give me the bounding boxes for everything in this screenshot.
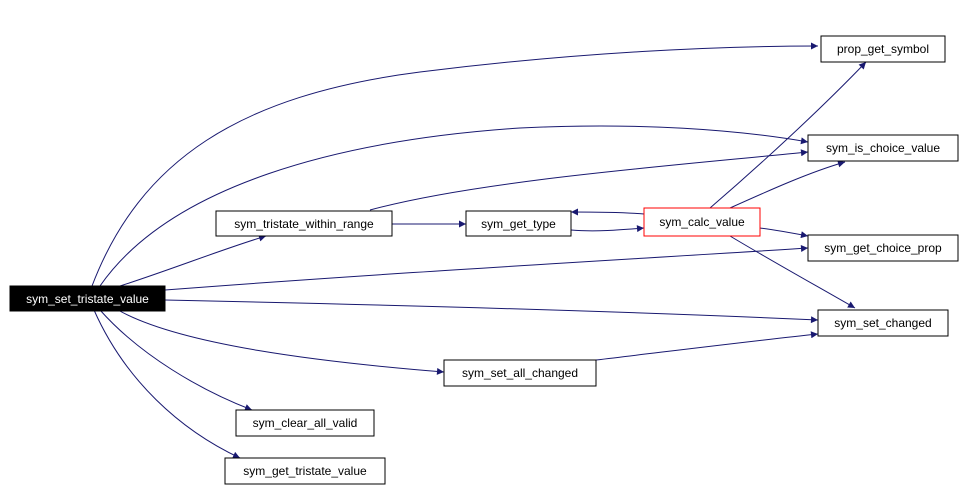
edge-set-tristate-to-clear-all-valid [99,309,253,411]
node-label: sym_get_choice_prop [824,241,942,255]
edge-calc-value-to-set-changed [729,235,856,309]
edge-set-all-changed-to-set-changed [595,331,819,361]
node-label: prop_get_symbol [837,42,929,56]
node-label: sym_get_tristate_value [243,464,367,478]
node-sym-set-all-changed[interactable]: sym_set_all_changed [443,359,597,387]
node-label: sym_get_type [481,217,556,231]
edge-set-tristate-to-tristate-within-range [119,234,267,287]
node-label: sym_calc_value [659,215,745,229]
node-sym-calc-value[interactable]: sym_calc_value [643,207,761,237]
edge-set-tristate-to-get-tristate-value [93,309,241,459]
node-label: sym_clear_all_valid [253,416,358,430]
edge-calc-value-to-get-choice-prop [759,227,809,239]
node-sym-is-choice-value[interactable]: sym_is_choice_value [807,134,959,162]
edge-set-tristate-to-get-choice-prop [164,244,809,291]
node-label: sym_set_changed [834,316,931,330]
edge-set-tristate-to-set-changed [164,299,819,324]
edge-calc-value-to-is-choice-value [729,160,846,209]
node-sym-get-tristate-value[interactable]: sym_get_tristate_value [224,457,386,485]
edge-calc-value-to-prop-get-symbol [709,61,867,209]
node-label: sym_set_tristate_value [26,292,149,306]
edge-set-tristate-to-prop-get-symbol [91,42,819,287]
node-label: sym_is_choice_value [826,141,940,155]
node-sym-get-type[interactable]: sym_get_type [465,210,572,237]
node-label: sym_tristate_within_range [234,217,374,231]
node-sym-tristate-within-range[interactable]: sym_tristate_within_range [215,210,393,237]
node-prop-get-symbol[interactable]: prop_get_symbol [820,35,946,63]
node-sym-get-choice-prop[interactable]: sym_get_choice_prop [807,234,959,262]
edge-get-type-to-calc-value [570,225,645,233]
node-sym-clear-all-valid[interactable]: sym_clear_all_valid [235,409,375,437]
edge-set-tristate-to-set-all-changed [117,309,445,375]
edge-set-tristate-to-is-choice-value [99,125,809,287]
node-sym-set-tristate-value[interactable]: sym_set_tristate_value [9,285,166,312]
edge-calc-value-to-get-type [570,208,645,216]
node-sym-set-changed[interactable]: sym_set_changed [817,309,949,337]
edge-tristate-within-range-to-is-choice-value [369,149,809,211]
node-label: sym_set_all_changed [462,366,578,380]
